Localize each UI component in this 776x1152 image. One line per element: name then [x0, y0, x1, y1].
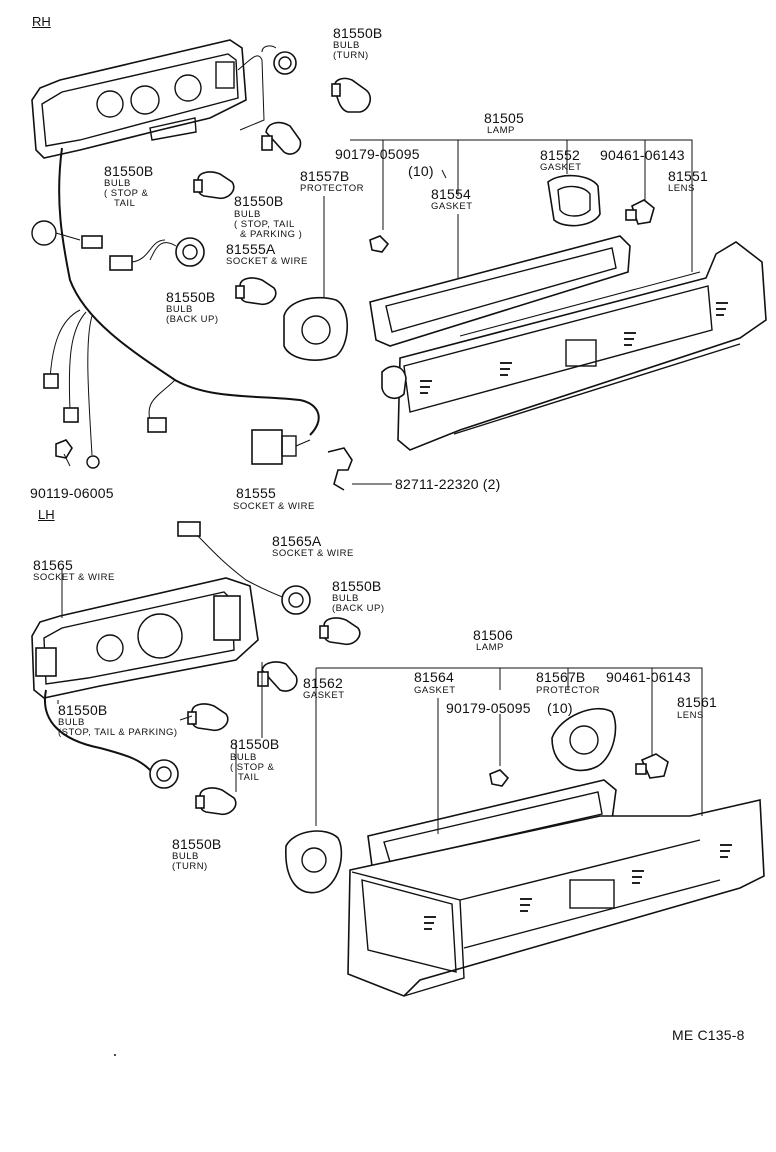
lh-section-title: LH [38, 507, 55, 522]
rh-bulb-stop-tail-desc1: ( STOP & [104, 188, 149, 199]
rh-socket-81555-name: SOCKET & WIRE [233, 501, 315, 512]
lh-lamp-number: 81506 [473, 627, 513, 643]
lh-socket-81565a-number: 81565A [272, 533, 322, 549]
rh-section-title: RH [32, 14, 51, 29]
rh-bulb-stp-desc1: ( STOP, TAIL [234, 219, 295, 230]
lh-bulb-stp-name: BULB [58, 717, 85, 728]
lh-lamp-name: LAMP [476, 642, 504, 653]
rh-clip-90461-number: 90461-06143 [600, 147, 685, 163]
lh-protector-number: 81567B [536, 669, 586, 685]
rh-bulb-turn-name: BULB [333, 40, 360, 51]
rh-gasket-81552-name: GASKET [540, 162, 582, 173]
rh-bolt-number: 90119-06005 [30, 485, 114, 501]
rh-protector-number: 81557B [300, 168, 350, 184]
lh-gasket-81564-name: GASKET [414, 685, 456, 696]
lh-lens-number: 81561 [677, 694, 717, 710]
rh-lens-81551 [381, 241, 767, 451]
lh-socket-81565-number: 81565 [33, 557, 73, 573]
lh-bulb-turn-desc: (TURN) [172, 861, 208, 872]
lh-gasket-81564-number: 81564 [414, 669, 454, 685]
rh-protector-name: PROTECTOR [300, 183, 364, 194]
rh-screw-qty: (10) [408, 163, 434, 179]
lh-protector-81567b [551, 707, 617, 772]
lh-screw-number: 90179-05095 [446, 700, 531, 716]
rh-bulb-backup-name: BULB [166, 304, 193, 315]
lh-bulb-turn-number: 81550B [172, 836, 222, 852]
lh-clip-90461-number: 90461-06143 [606, 669, 691, 685]
lh-bulb-turn-name: BULB [172, 851, 199, 862]
lh-socket-81565-name: SOCKET & WIRE [33, 572, 115, 583]
rh-socket-81555a-number: 81555A [226, 241, 276, 257]
rh-small-parts [55, 199, 655, 491]
rh-bulb-stp-name: BULB [234, 209, 261, 220]
rh-lamp-name: LAMP [487, 125, 515, 136]
lh-wire-harness [43, 521, 291, 771]
rh-socket-81555a [149, 237, 205, 267]
lh-gasket-81562-number: 81562 [303, 675, 343, 691]
rh-bulb-backup-number: 81550B [166, 289, 216, 305]
rh-bulb-stp-desc2: & PARKING ) [240, 229, 303, 240]
rh-gasket-81554 [369, 235, 631, 347]
lh-lamp-housing [31, 577, 259, 699]
lh-small-parts [489, 753, 669, 787]
lh-bulb-stop-tail-desc1: ( STOP & [230, 762, 275, 773]
rh-socket-81555-number: 81555 [236, 485, 276, 501]
lh-gasket-81562-name: GASKET [303, 690, 345, 701]
rh-socket-81555a-name: SOCKET & WIRE [226, 256, 308, 267]
rh-bulbs [193, 51, 372, 306]
rh-bulb-stop-tail-desc2: TAIL [114, 198, 136, 209]
rh-lens-name: LENS [668, 183, 695, 194]
diagram-code: ME C135-8 [672, 1027, 745, 1043]
lh-screw-qty: (10) [547, 700, 573, 716]
lh-bulb-stop-tail-desc2: TAIL [238, 772, 260, 783]
rh-screw-number: 90179-05095 [335, 146, 420, 162]
rh-lens-number: 81551 [668, 168, 708, 184]
rh-gasket-81554-number: 81554 [431, 186, 471, 202]
rh-lamp-housing [31, 39, 247, 159]
lh-bulb-stp-desc: (STOP, TAIL & PARKING) [58, 727, 178, 738]
rh-socket-81555 [251, 429, 311, 465]
rh-bulb-stp-number: 81550B [234, 193, 284, 209]
lh-gasket-81562 [285, 830, 343, 894]
rh-bulb-stop-tail-name: BULB [104, 178, 131, 189]
lh-bulb-backup-name: BULB [332, 593, 359, 604]
lh-bulb-backup-desc: (BACK UP) [332, 603, 385, 614]
lh-socket-81565a-name: SOCKET & WIRE [272, 548, 354, 559]
lh-bulb-backup-number: 81550B [332, 578, 382, 594]
rh-bulb-backup-desc: (BACK UP) [166, 314, 219, 325]
rh-wire-harness [31, 45, 320, 469]
rh-gasket-81552 [547, 174, 601, 227]
lh-bulb-stp-number: 81550B [58, 702, 108, 718]
lh-lens-81561 [347, 799, 765, 997]
rh-bulb-stop-tail-number: 81550B [104, 163, 154, 179]
lh-lens-name: LENS [677, 710, 704, 721]
rh-leader-lines [323, 139, 693, 298]
rh-bulb-turn-number: 81550B [333, 25, 383, 41]
lh-bulb-stop-tail-name: BULB [230, 752, 257, 763]
lh-protector-name: PROTECTOR [536, 685, 600, 696]
lh-leader-lines [57, 568, 703, 834]
lh-bulb-stop-tail-number: 81550B [230, 736, 280, 752]
lh-bulbs-sockets [149, 585, 361, 816]
rh-bulb-turn-desc: (TURN) [333, 50, 369, 61]
rh-clip-82711-number: 82711-22320 (2) [395, 476, 501, 492]
rh-lamp-number: 81505 [484, 110, 524, 126]
rh-gasket-81554-name: GASKET [431, 201, 473, 212]
rh-protector [283, 296, 348, 361]
rh-gasket-81552-number: 81552 [540, 147, 580, 163]
